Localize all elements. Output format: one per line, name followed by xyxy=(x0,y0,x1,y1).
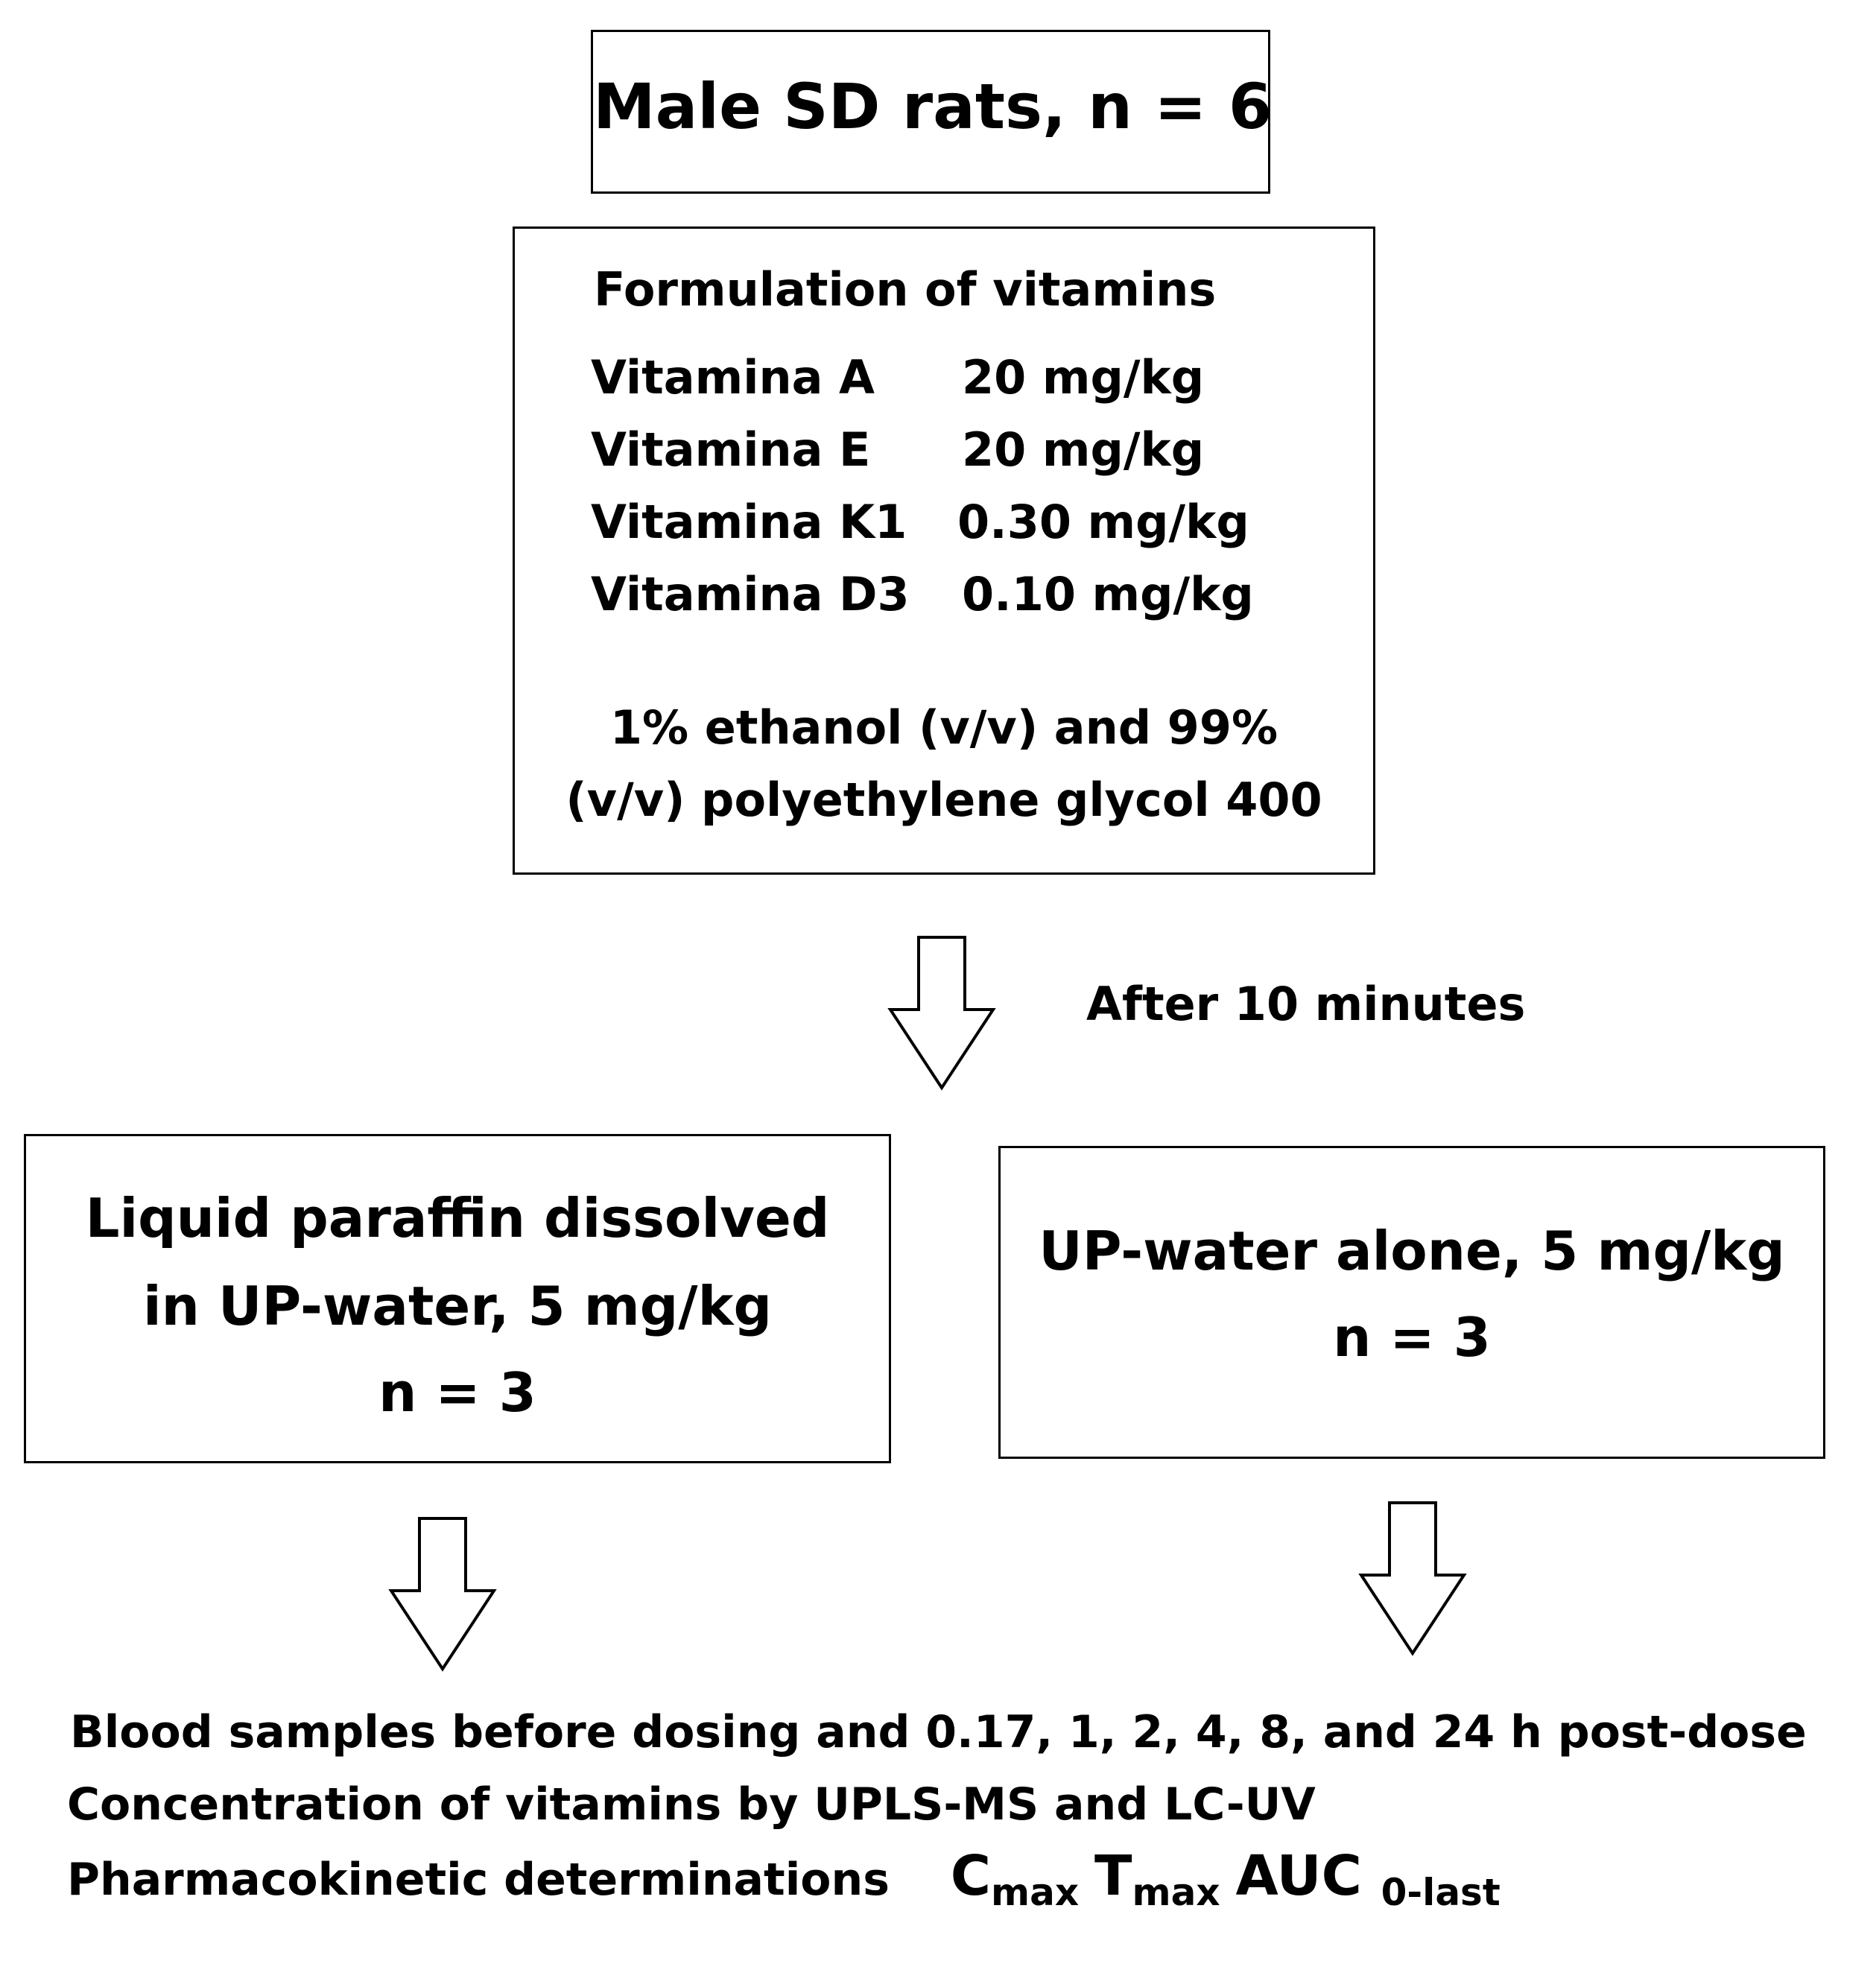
vehicle-line-1: 1% ethanol (v/v) and 99% xyxy=(609,700,1278,755)
group-left-line-2: in UP-water, 5 mg/kg xyxy=(143,1275,772,1337)
population-box: Male SD rats, n = 6 xyxy=(591,30,1273,194)
down-arrow-icon-left xyxy=(388,1517,497,1672)
vitamin-dose-a: 20 mg/kg xyxy=(962,350,1205,405)
group-right-line-1: UP-water alone, 5 mg/kg xyxy=(1039,1220,1785,1282)
group-left-box: Liquid paraffin dissolved in UP-water, 5… xyxy=(24,1134,891,1463)
formulation-title: Formulation of vitamins xyxy=(594,262,1217,317)
vehicle-line-2: (v/v) polyethylene glycol 400 xyxy=(565,773,1322,827)
outcome-line-3: Pharmacokinetic determinations Cmax Tmax… xyxy=(67,1844,1501,1914)
auc-symbol: AUC 0-last xyxy=(1235,1844,1501,1914)
vitamin-dose-k1: 0.30 mg/kg xyxy=(957,495,1249,549)
group-right-line-2: n = 3 xyxy=(1333,1306,1491,1369)
outcome-line-1: Blood samples before dosing and 0.17, 1,… xyxy=(70,1706,1807,1758)
pk-determinations-label: Pharmacokinetic determinations xyxy=(67,1854,890,1906)
outcome-line-2: Concentration of vitamins by UPLS-MS and… xyxy=(67,1778,1316,1831)
group-right-box: UP-water alone, 5 mg/kg n = 3 xyxy=(998,1146,1825,1459)
vitamin-name-a: Vitamina A xyxy=(591,350,875,405)
tmax-symbol: Tmax xyxy=(1094,1844,1220,1914)
vitamin-dose-d3: 0.10 mg/kg xyxy=(962,567,1254,621)
vitamin-name-d3: Vitamina D3 xyxy=(591,567,910,621)
group-left-line-3: n = 3 xyxy=(378,1361,536,1424)
formulation-box: Formulation of vitamins Vitamina A 20 mg… xyxy=(513,226,1375,875)
down-arrow-icon xyxy=(887,936,996,1091)
vitamin-name-k1: Vitamina K1 xyxy=(591,495,907,549)
cmax-symbol: Cmax xyxy=(950,1844,1080,1914)
population-text: Male SD rats, n = 6 xyxy=(593,70,1273,143)
vitamin-name-e: Vitamina E xyxy=(591,422,871,477)
timing-label: After 10 minutes xyxy=(1086,977,1526,1031)
down-arrow-icon-right xyxy=(1358,1501,1467,1656)
group-left-line-1: Liquid paraffin dissolved xyxy=(85,1187,830,1249)
vitamin-dose-e: 20 mg/kg xyxy=(962,422,1205,477)
